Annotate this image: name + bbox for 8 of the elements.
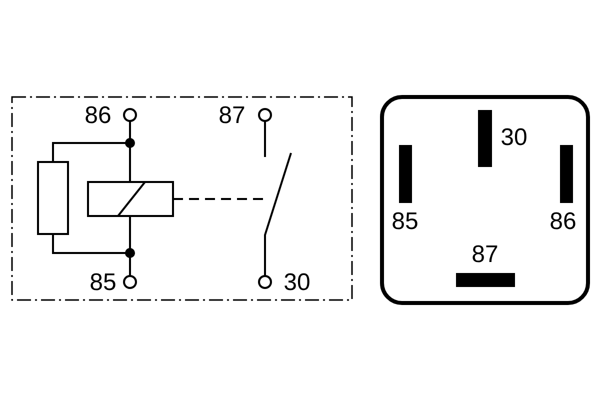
pin-number: 87 xyxy=(472,243,498,267)
pin-number: 30 xyxy=(500,126,528,150)
pin-number: 85 xyxy=(392,210,418,234)
terminal-number: 87 xyxy=(218,104,246,128)
terminal-number: 86 xyxy=(84,104,112,128)
terminal-number: 30 xyxy=(284,271,310,295)
pin-number: 86 xyxy=(550,210,576,234)
terminal-number: 85 xyxy=(90,271,116,295)
